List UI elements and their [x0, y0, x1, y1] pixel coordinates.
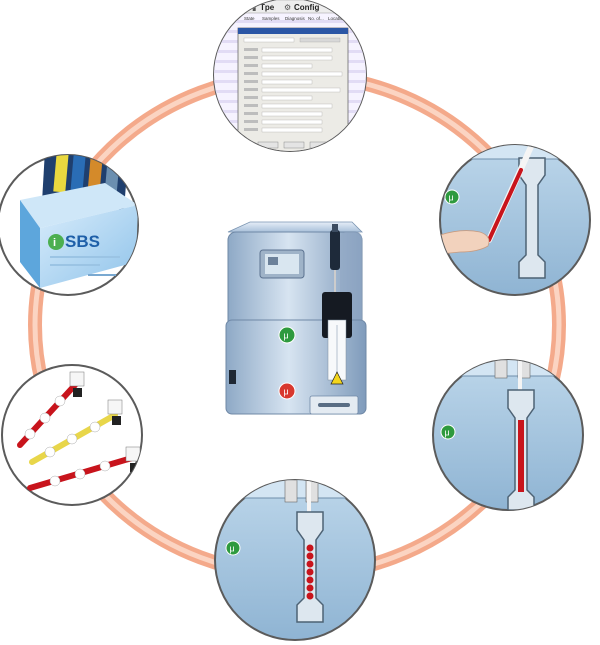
step-badge [444, 189, 460, 205]
isbs-logo-prefix: i [53, 237, 56, 249]
dialog-button-save[interactable] [283, 141, 305, 149]
yellow-tube-strip [29, 399, 123, 465]
isbs-logo-text: SBS [65, 232, 100, 251]
device-badge-red [278, 382, 296, 400]
step-badge-symbol: μ [445, 428, 450, 438]
gear-icon[interactable]: ⚙ [284, 3, 291, 12]
red-tube-strip-1 [17, 371, 85, 448]
device-port [229, 370, 236, 384]
result-tubes-circle [1, 364, 143, 506]
analyzer-device: μ μ [225, 221, 367, 415]
step-badge [440, 424, 456, 440]
device-screen[interactable] [259, 249, 305, 279]
device-badge-green [278, 326, 296, 344]
fill-step-circle: μ [432, 359, 584, 511]
dialog-button-ok[interactable] [257, 141, 279, 149]
blood-bead-column [306, 544, 314, 600]
step-badge [225, 540, 241, 556]
device-badge-symbol: μ [284, 331, 289, 341]
hand [440, 230, 490, 255]
column-header: Location [328, 16, 346, 21]
isbs-logo-icon [48, 234, 64, 250]
aspiration-step-circle: μ [439, 144, 591, 296]
column-header: Samples [262, 16, 280, 21]
sample-entry-dialog [237, 27, 349, 151]
separation-step-circle: μ [214, 479, 376, 641]
column-header: State [244, 16, 255, 21]
isbs-box: i SBS [20, 183, 138, 288]
column-header: No. of... [308, 16, 324, 21]
column-header: Diagnosis [285, 16, 306, 21]
software-step-circle: ▮ Tpe ⚙ Config State Samples Diagnosis N… [213, 0, 367, 152]
step-badge-symbol: μ [449, 193, 454, 203]
software-toolbar: ▮ Tpe ⚙ Config [244, 0, 356, 14]
grid-column-headers: State Samples Diagnosis No. of... Locati… [244, 16, 346, 21]
step-badge-symbol: μ [230, 544, 235, 554]
sample-chamber [518, 157, 546, 279]
device-badge-symbol: μ [284, 387, 289, 397]
toolbar-label-config[interactable]: Config [294, 3, 319, 12]
biohazard-warning-icon [330, 371, 344, 385]
toolbar-label-tpe[interactable]: Tpe [260, 3, 275, 12]
sample-box-circle: i SBS [0, 154, 139, 296]
